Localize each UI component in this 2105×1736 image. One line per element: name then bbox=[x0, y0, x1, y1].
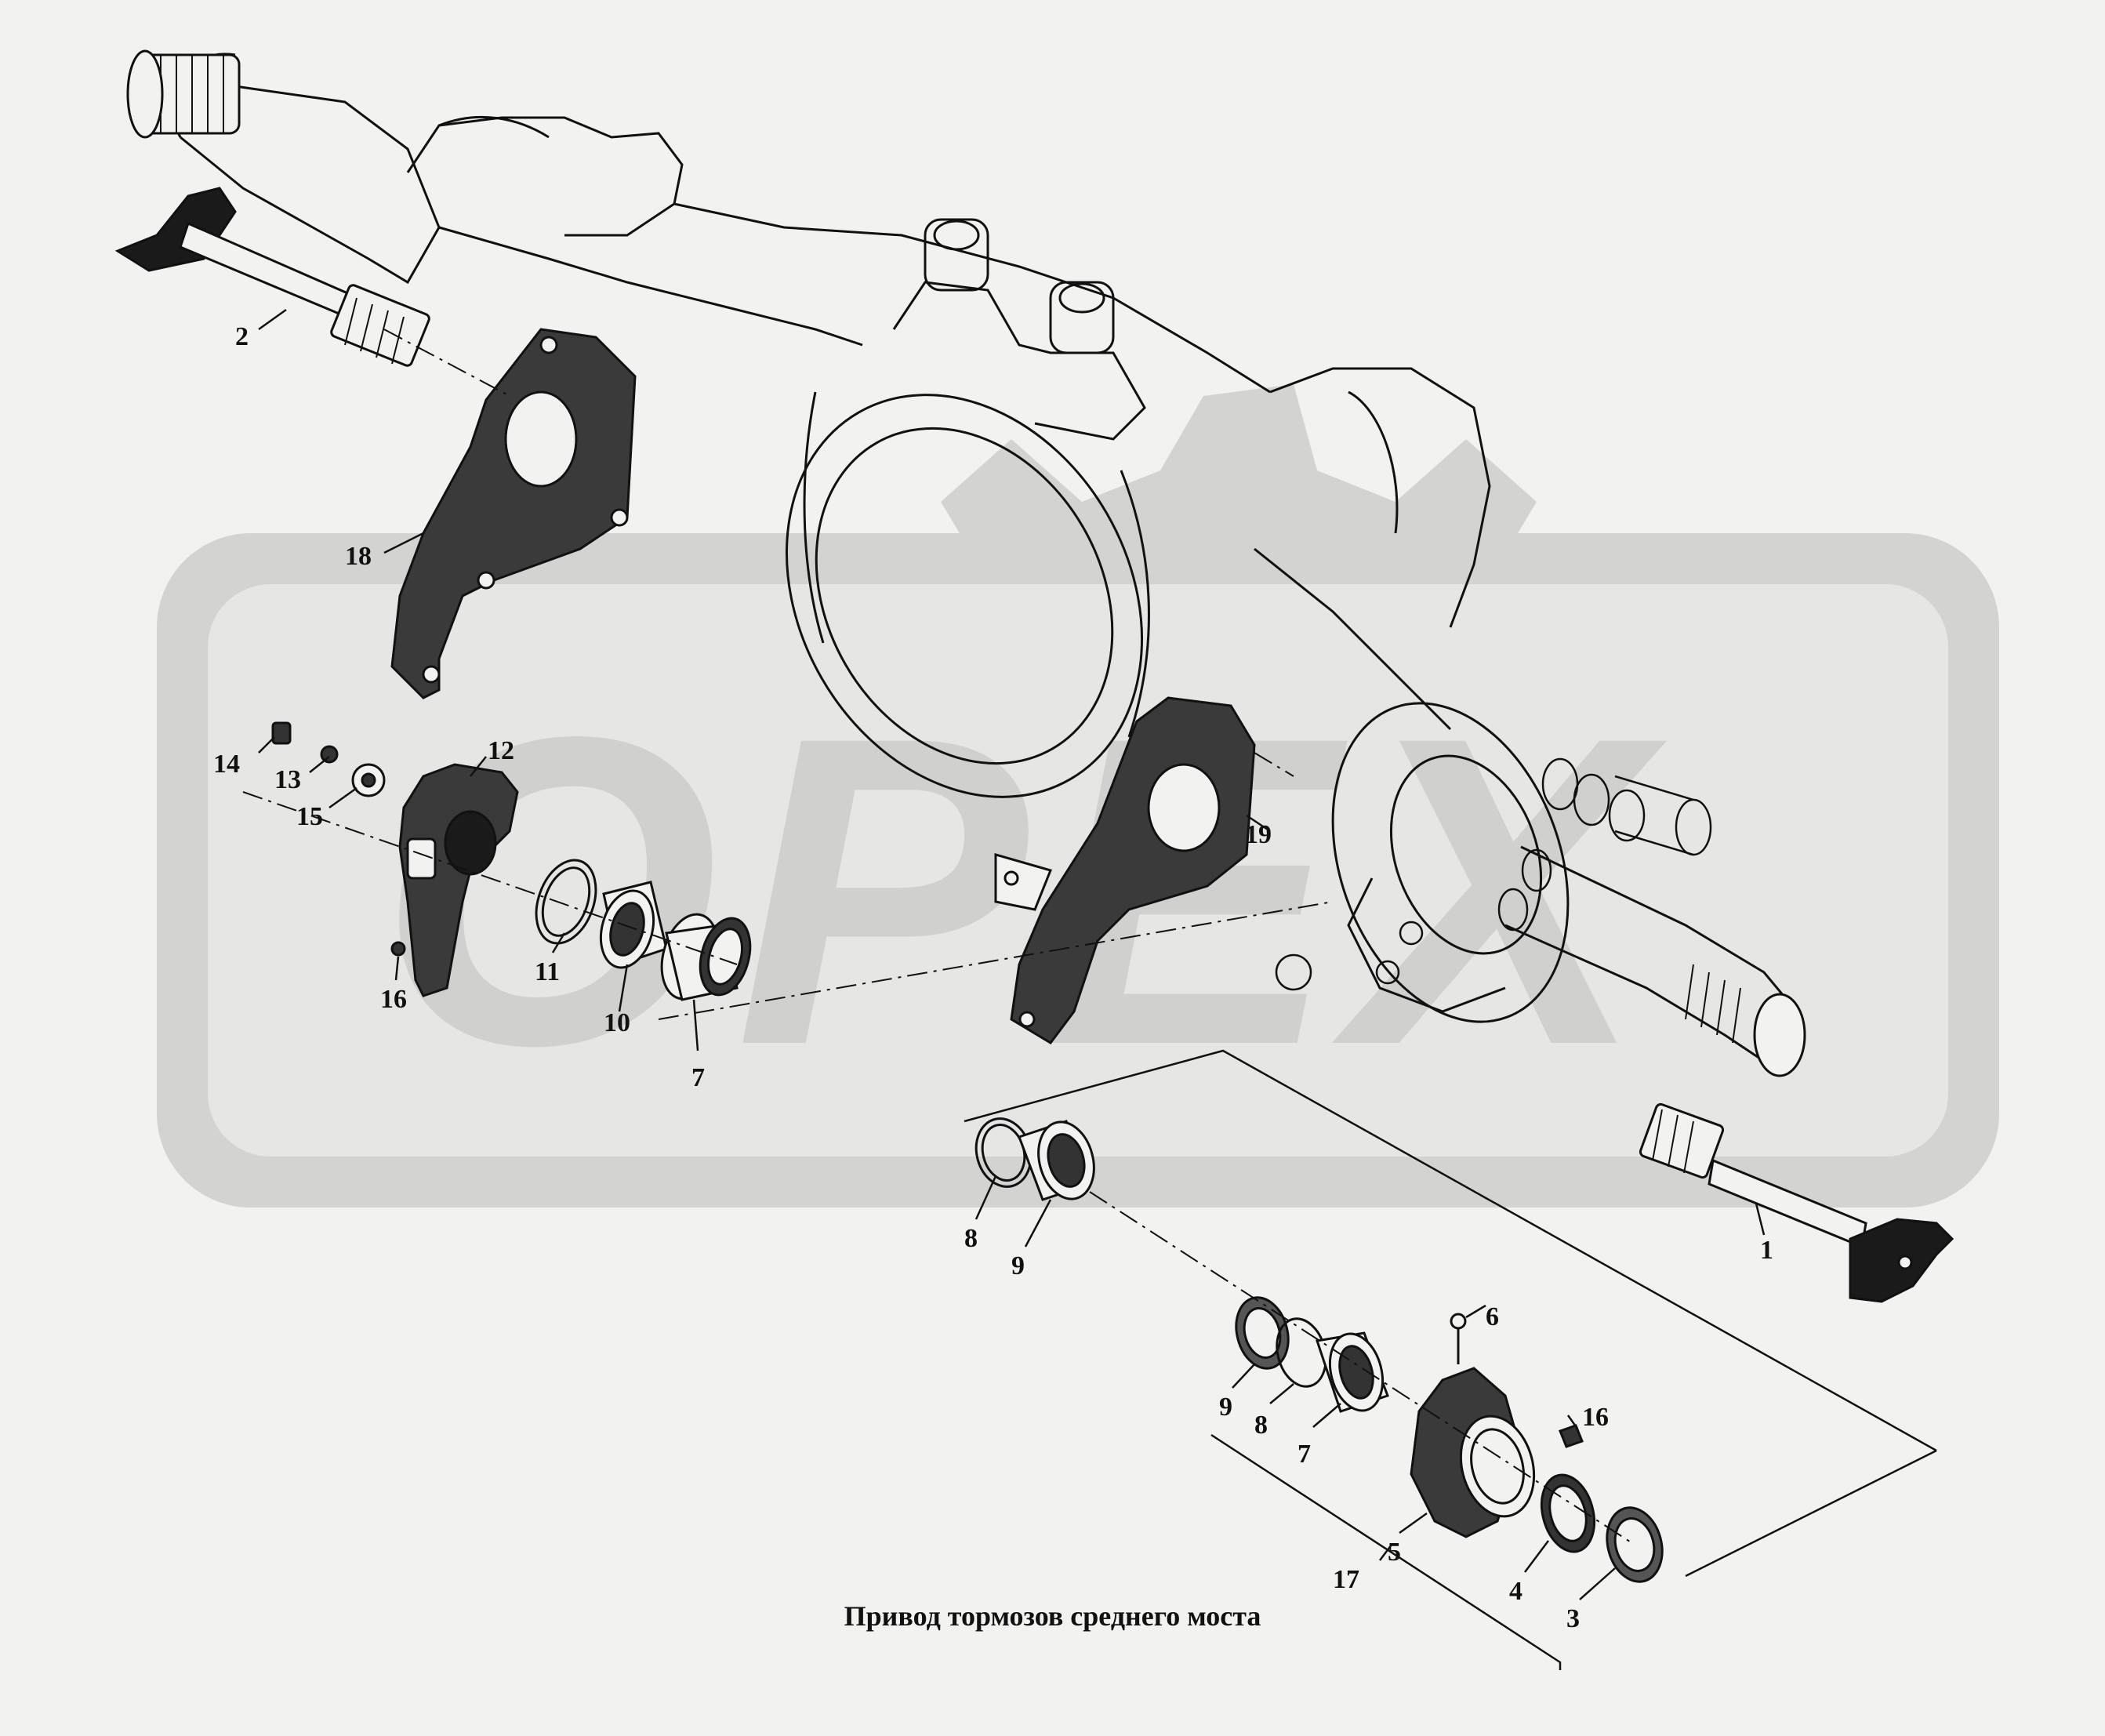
callout-17: 17 bbox=[1333, 1565, 1359, 1594]
bracket-19 bbox=[994, 696, 1256, 1044]
callout-6: 6 bbox=[1486, 1302, 1499, 1331]
callout-8-lower: 8 bbox=[1254, 1411, 1268, 1440]
callout-8-upper: 8 bbox=[964, 1224, 978, 1253]
callout-7-left: 7 bbox=[691, 1063, 705, 1092]
callout-4: 4 bbox=[1509, 1577, 1522, 1606]
diagram-title: Привод тормозов среднего моста bbox=[844, 1600, 1261, 1632]
bracket-lines bbox=[964, 1049, 1937, 1670]
camshaft-2 bbox=[114, 187, 430, 367]
banjo-ring bbox=[786, 394, 1143, 798]
callout-1: 1 bbox=[1760, 1236, 1773, 1265]
slack-adjuster-group bbox=[271, 721, 752, 1001]
callout-13: 13 bbox=[274, 765, 301, 794]
callout-9-lower: 9 bbox=[1219, 1393, 1232, 1422]
bearing-group bbox=[974, 1117, 1664, 1583]
callout-15: 15 bbox=[296, 802, 323, 831]
callout-2: 2 bbox=[235, 322, 249, 351]
axle-housing bbox=[126, 49, 1491, 798]
callout-12: 12 bbox=[488, 736, 514, 765]
camshaft-1 bbox=[1639, 1102, 1954, 1303]
callout-16-left: 16 bbox=[380, 985, 407, 1014]
callout-5: 5 bbox=[1388, 1538, 1401, 1567]
wheel-hub bbox=[1275, 702, 1806, 1077]
callout-16-right: 16 bbox=[1582, 1403, 1609, 1432]
callout-9-upper: 9 bbox=[1011, 1251, 1025, 1280]
callout-18: 18 bbox=[345, 542, 372, 571]
callout-14: 14 bbox=[213, 750, 240, 779]
callout-7-lower: 7 bbox=[1297, 1440, 1311, 1469]
assembly-lines bbox=[242, 329, 1635, 1545]
callout-10: 10 bbox=[604, 1008, 630, 1037]
callout-19: 19 bbox=[1245, 820, 1272, 849]
leader-lines bbox=[258, 308, 1766, 1600]
callout-3: 3 bbox=[1566, 1604, 1580, 1633]
callouts: 2 18 14 13 15 12 16 11 10 7 19 8 9 1 6 1… bbox=[213, 322, 1773, 1633]
bracket-18 bbox=[390, 328, 637, 699]
callout-11: 11 bbox=[535, 957, 560, 986]
